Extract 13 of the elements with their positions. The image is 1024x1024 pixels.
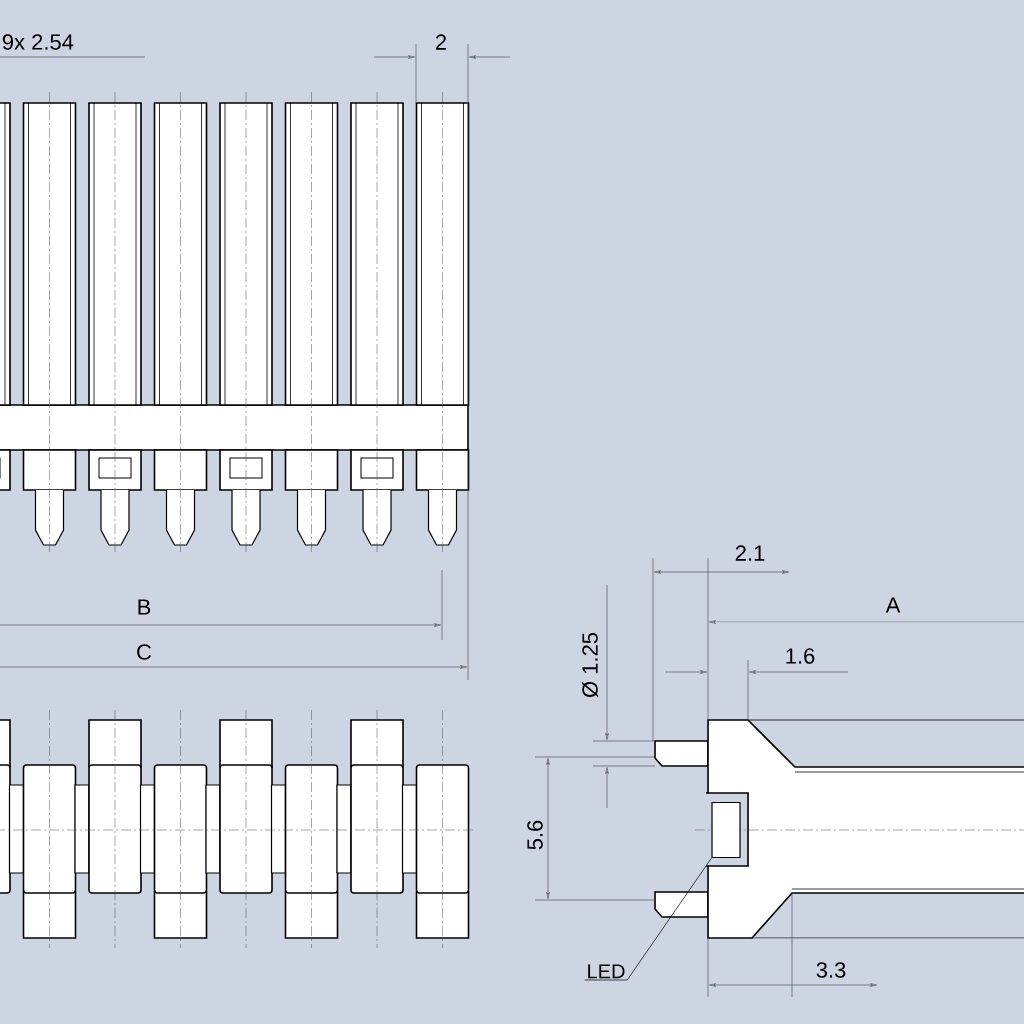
dimension-label: 9x 2.54 <box>2 34 74 50</box>
dimension-label: 1.6 <box>786 648 815 664</box>
led-label: LED <box>588 964 625 979</box>
leader-line <box>584 857 712 981</box>
dimension-label: B <box>138 599 151 615</box>
dimension-label: 5.6 <box>527 820 543 850</box>
dimension-label: C <box>137 644 152 660</box>
dimension-label: 3.3 <box>816 962 846 978</box>
led-symbol <box>711 801 741 859</box>
dimension-label: Ø 1.25 <box>581 632 599 698</box>
dimension-label: 2 <box>436 34 446 50</box>
dimension-label: 2.1 <box>735 545 765 561</box>
dimension-label: A <box>885 597 901 613</box>
